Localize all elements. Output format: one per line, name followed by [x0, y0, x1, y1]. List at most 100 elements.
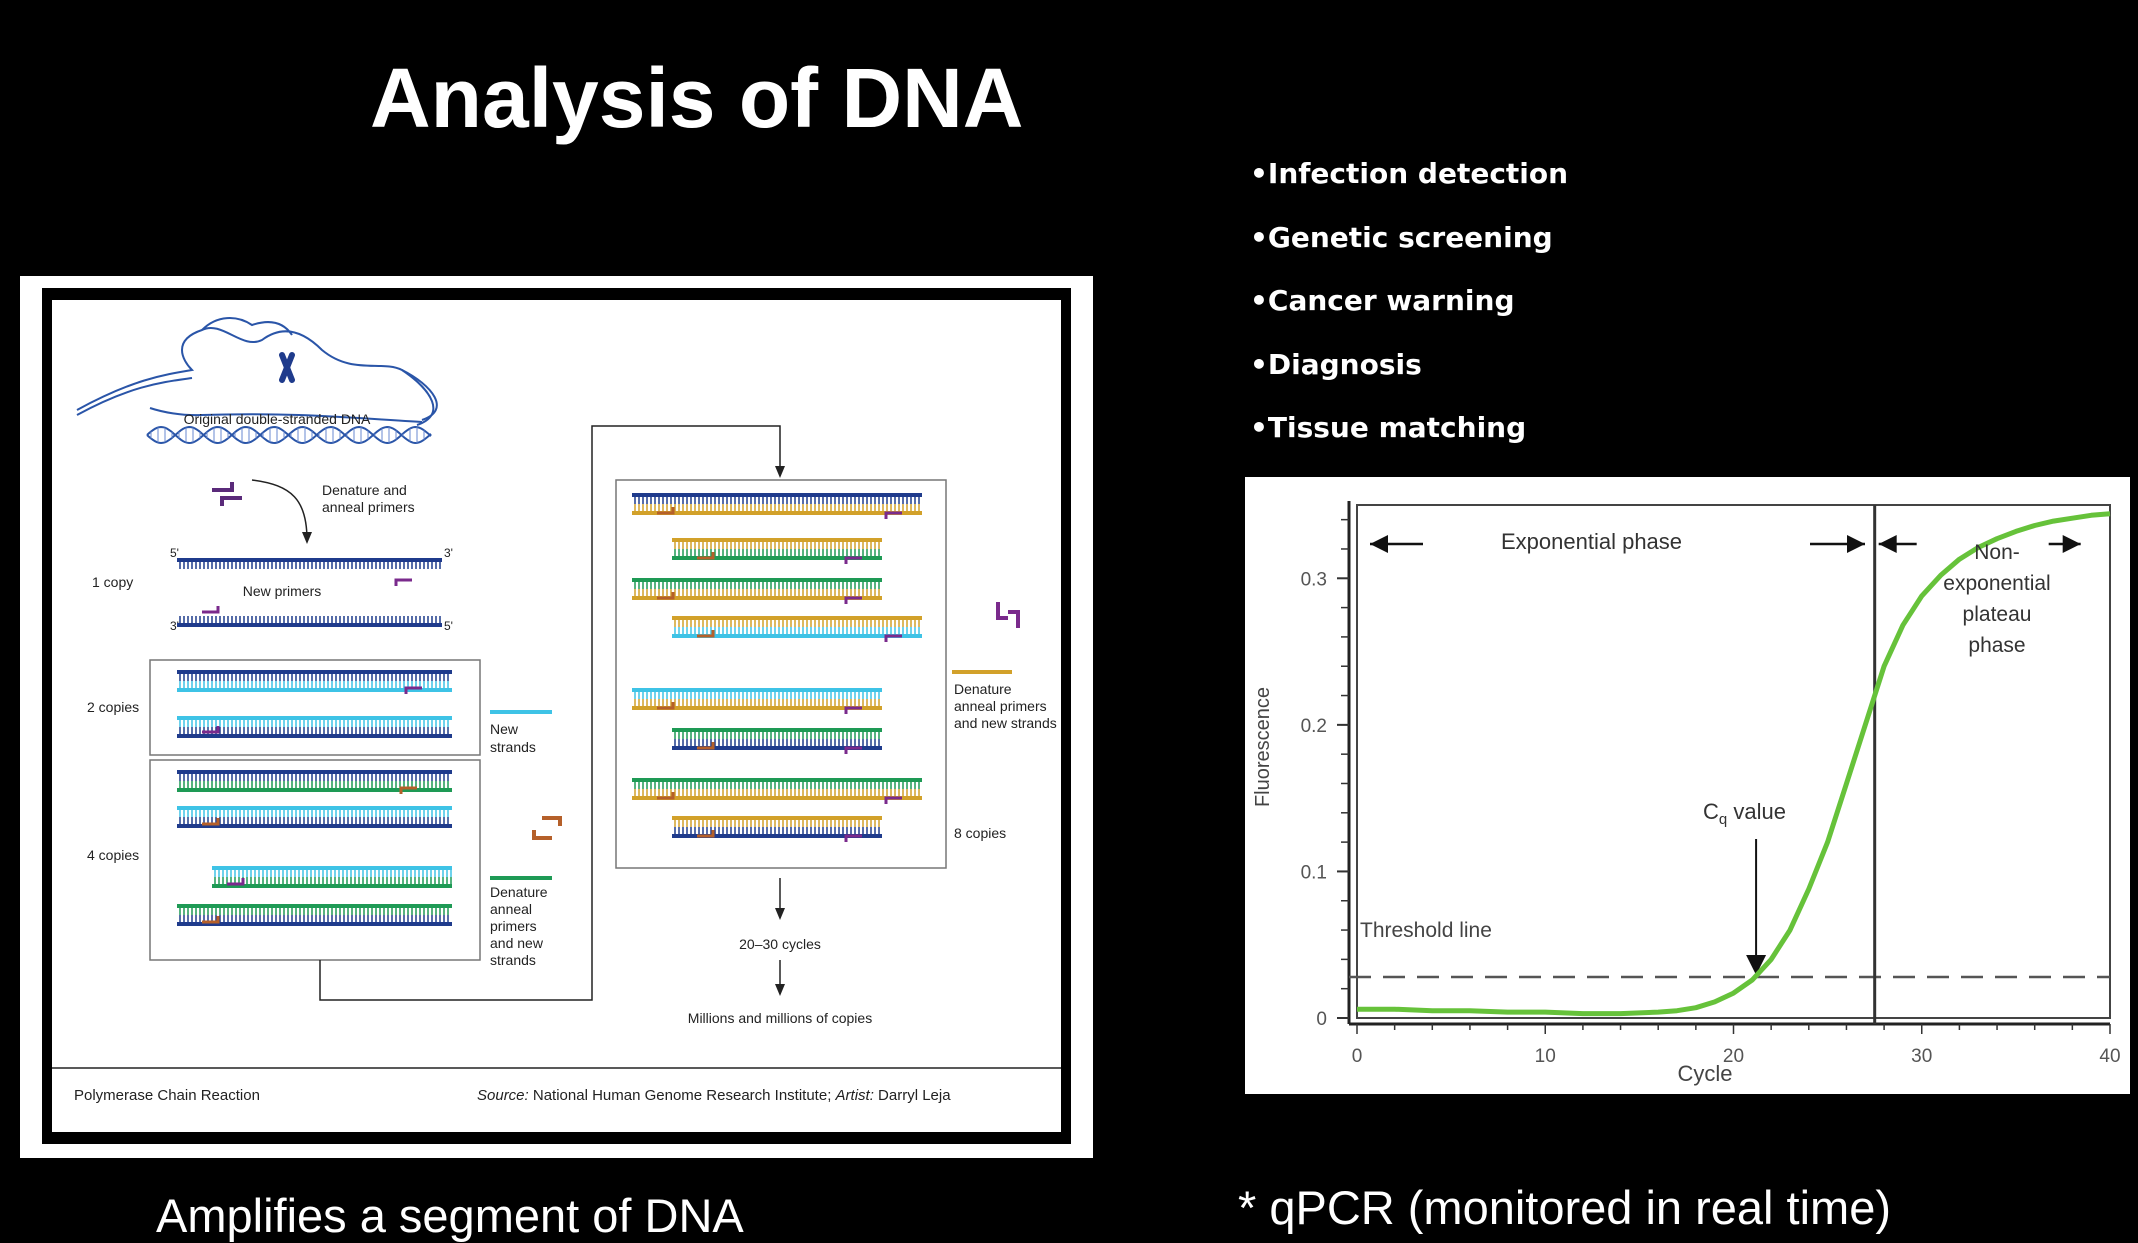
denature-label-2: anneal primers: [322, 499, 415, 515]
plateau-label-1: Non-: [1974, 541, 2020, 564]
cq-label: Cq value: [1703, 799, 1786, 828]
dna-bases: [634, 789, 920, 798]
denature-arrowhead: [302, 532, 312, 544]
chart-series: [1357, 511, 2111, 1017]
threshold-label: Threshold line: [1360, 919, 1492, 942]
dna-bases: [674, 540, 880, 549]
dna-bases: [179, 781, 449, 790]
primer-mark: [697, 830, 715, 838]
cycles-label: 20–30 cycles: [739, 936, 821, 952]
dna-strands: [177, 493, 922, 926]
three-prime-label-bottom: 3': [170, 619, 179, 633]
pcr-diagram-frame: Original double-stranded DNA Denature an…: [20, 276, 1093, 1158]
footer-source: Source: National Human Genome Research I…: [477, 1087, 951, 1104]
x-tick-label: 40: [2099, 1046, 2120, 1067]
application-list: •Infection detection •Genetic screening …: [1250, 156, 1568, 474]
denature-right-3: and new strands: [954, 715, 1057, 731]
primer-mark: [657, 792, 675, 800]
dna-bases: [179, 560, 441, 569]
denature-mid-4: and new: [490, 935, 544, 951]
primer-pair-icon: [212, 482, 242, 506]
qpcr-caption: * qPCR (monitored in real time): [1238, 1181, 1891, 1234]
denature-arrow: [251, 479, 308, 541]
phase-arrow-left-head: [1370, 535, 1388, 553]
pcr-diagram-svg: Original double-stranded DNA Denature an…: [52, 317, 1061, 1104]
dna-bases: [214, 877, 452, 886]
cq-suffix: value: [1727, 799, 1786, 824]
millions-label: Millions and millions of copies: [688, 1010, 872, 1026]
primer-pair-icon-orange: [532, 816, 562, 840]
dna-bases: [674, 618, 920, 627]
plateau-label-4: phase: [1968, 634, 2025, 657]
new-strands-label-2: strands: [490, 739, 536, 755]
down-arrow-1-head: [775, 908, 785, 920]
four-copies-box: [149, 759, 481, 961]
eight-copies-label: 8 copies: [954, 825, 1006, 841]
denature-mid-3: primers: [490, 918, 537, 934]
dna-bases: [634, 589, 880, 598]
cq-letter: C: [1703, 799, 1719, 824]
primer-mark: [657, 702, 675, 710]
dna-bases: [179, 915, 449, 924]
primer-mark: [697, 552, 715, 560]
artist-label: Artist:: [835, 1087, 874, 1104]
primer-pair-icon-purple: [996, 602, 1020, 628]
primer-mark: [844, 706, 862, 714]
slide-title: Analysis of DNA: [370, 51, 1024, 145]
primer-mark: [394, 578, 412, 586]
primer-mark: [399, 786, 417, 794]
dna-bases: [674, 627, 920, 636]
y-tick-label: 0.2: [1301, 716, 1327, 737]
dna-bases: [634, 504, 920, 513]
denature-right-2: anneal primers: [954, 698, 1047, 714]
primer-mark: [844, 556, 862, 564]
primer-mark: [844, 834, 862, 842]
dna-bases: [634, 495, 920, 504]
primer-mark: [202, 726, 220, 734]
x-tick-label: 30: [1911, 1046, 1932, 1067]
artist-text: Darryl Leja: [878, 1087, 951, 1104]
bullet-item: •Diagnosis: [1250, 347, 1422, 381]
dna-bases: [179, 772, 449, 781]
footer-title: Polymerase Chain Reaction: [74, 1087, 260, 1104]
dna-bases: [674, 739, 880, 748]
phase-arrow-right-head: [1847, 535, 1865, 553]
dna-bases: [634, 780, 920, 789]
dna-bases: [674, 827, 880, 836]
four-copies-label: 4 copies: [87, 847, 139, 863]
bullet-item: •Genetic screening: [1250, 220, 1553, 254]
dna-bases: [179, 672, 449, 681]
plateau-arrow-right-head: [2062, 535, 2081, 553]
double-helix: [146, 425, 432, 445]
new-strands-label-1: New: [490, 721, 519, 737]
primer-mark: [697, 630, 715, 638]
primer-mark: [884, 511, 902, 519]
five-prime-label-bottom: 5': [444, 619, 453, 633]
dna-bases: [674, 549, 880, 558]
x-tick-label: 0: [1352, 1046, 1363, 1067]
plateau-label-2: exponential: [1943, 572, 2050, 595]
primer-mark: [657, 507, 675, 515]
dna-bases: [179, 906, 449, 915]
eight-copies-box: [615, 479, 947, 869]
fluorescence-curve: [1357, 511, 2111, 1017]
denature-label-1: Denature and: [322, 482, 407, 498]
primer-mark: [202, 818, 220, 826]
pcr-diagram-border: Original double-stranded DNA Denature an…: [42, 288, 1071, 1144]
primer-mark: [202, 916, 220, 924]
plateau-arrow-left-head: [1878, 535, 1897, 553]
original-dna-label: Original double-stranded DNA: [184, 411, 371, 427]
dna-bases: [634, 690, 880, 699]
primer-mark: [202, 606, 220, 614]
primer-mark: [404, 686, 422, 694]
dna-bases: [634, 699, 880, 708]
original-dna-illustration: [76, 317, 438, 426]
primer-mark: [697, 742, 715, 750]
primer-mark: [884, 796, 902, 804]
y-tick-label: 0.3: [1301, 569, 1327, 590]
new-primers-label: New primers: [243, 583, 322, 599]
pcr-diagram: Original double-stranded DNA Denature an…: [52, 300, 1061, 1132]
x-tick-label: 20: [1723, 1046, 1744, 1067]
